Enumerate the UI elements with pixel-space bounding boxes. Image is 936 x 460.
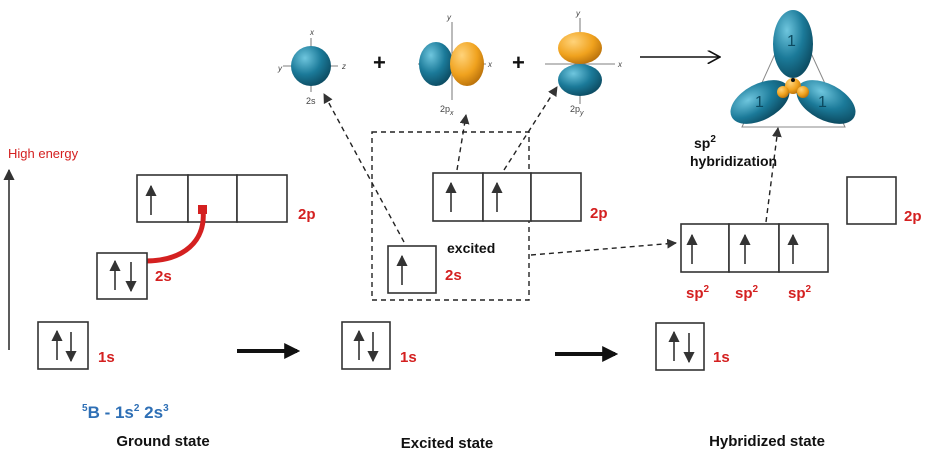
- px-orbital: y x 2px: [418, 13, 493, 117]
- dashed-arrow-sp2-to-picture: [765, 127, 782, 223]
- hybridized-2p-orbital: 2p: [846, 176, 922, 225]
- sp2-process-label: sp2: [694, 134, 716, 151]
- boron-configuration: 5B - 1s2 2s3: [82, 403, 169, 422]
- ground-2s-orbital: 2s: [96, 252, 172, 300]
- dashed-arrow-2py: [503, 86, 558, 171]
- sp2-box-1: [680, 223, 730, 273]
- py-lobe-positive: [558, 32, 602, 64]
- s-orbital: y z x 2s: [277, 28, 346, 106]
- sp2-label: sp2: [735, 284, 759, 302]
- hybridized-state-column: sp2 hybridization sp2 sp2 sp2 2p 1s Hybr…: [655, 127, 922, 450]
- excited-state-column: 2p excited 2s 1s Excited state: [323, 86, 677, 452]
- sp2-orbitals: sp2 sp2 sp2: [680, 223, 829, 302]
- hybridized-2p-label: 2p: [904, 208, 922, 225]
- excited-1s-label: 1s: [400, 349, 417, 366]
- dashed-arrow-to-sp2: [530, 238, 677, 256]
- hybridized-1s-label: 1s: [713, 349, 730, 366]
- sp2-box-2: [728, 223, 780, 273]
- ground-1s-orbital: 1s: [37, 321, 115, 370]
- ground-2p-label: 2p: [298, 206, 316, 223]
- sp2-hybrid-orbital-picture: 1 1 1: [730, 10, 856, 128]
- axis-label: y: [575, 9, 581, 18]
- px-lobe-positive: [450, 42, 484, 86]
- plus-sign: +: [512, 50, 525, 75]
- hybrid-small-lobe: [797, 86, 809, 98]
- sp2-label: sp2: [788, 284, 812, 302]
- hybrid-mark: 1: [755, 94, 764, 111]
- s-orbital-sphere: [291, 46, 331, 86]
- axis-label: x: [617, 60, 623, 69]
- hybridized-1s-orbital: 1s: [655, 322, 730, 371]
- axis-label: x: [487, 60, 493, 69]
- dashed-arrow-2px: [456, 114, 470, 171]
- hybrid-lobe-right: [796, 80, 856, 124]
- ground-2p-box-1: [136, 174, 189, 223]
- py-orbital: y x 2py: [545, 9, 623, 117]
- excited-2s-orbital: 2s: [387, 245, 462, 294]
- nucleus-dot: [791, 78, 795, 82]
- ground-2p-orbitals: 2p: [136, 174, 316, 223]
- ground-2s-label: 2s: [155, 268, 172, 285]
- hybrid-mark: 1: [818, 94, 827, 111]
- plus-sign: +: [373, 50, 386, 75]
- trigonal-outline: [741, 12, 846, 128]
- dashed-arrow-2s-to-s-orbital: [323, 93, 405, 243]
- ground-1s-box: [37, 321, 89, 370]
- py-orbital-label: 2py: [570, 104, 584, 117]
- axis-label: y: [446, 13, 452, 22]
- ground-2s-box: [96, 252, 148, 300]
- excited-state-title: Excited state: [401, 435, 494, 452]
- hybrid-lobe-top: [773, 10, 813, 78]
- hybrid-small-lobe: [777, 86, 789, 98]
- hybridized-state-title: Hybridized state: [709, 433, 825, 450]
- excited-label: excited: [447, 240, 495, 256]
- hybrid-small-lobe: [785, 78, 801, 94]
- sp2-label: sp2: [686, 284, 710, 302]
- sp2-box-3: [778, 223, 829, 273]
- excited-1s-box: [341, 321, 391, 370]
- ground-2p-box-2: [187, 174, 238, 223]
- promotion-curve-arrow: [141, 209, 206, 264]
- hybrid-mark: 1: [787, 33, 796, 50]
- excited-2s-box: [387, 245, 437, 294]
- axis-label: x: [309, 28, 315, 37]
- energy-axis: High energy: [3, 146, 79, 350]
- px-orbital-label: 2px: [440, 104, 454, 117]
- py-lobe-negative: [558, 64, 602, 96]
- px-lobe-negative: [419, 42, 453, 86]
- axis-label: y: [277, 64, 283, 73]
- excited-2p-box-3: [530, 172, 582, 222]
- excited-2p-box-1: [432, 172, 484, 222]
- excited-2p-orbitals: 2p: [432, 172, 608, 222]
- promotion-arrow-head: [198, 205, 207, 214]
- excited-2p-label: 2p: [590, 205, 608, 222]
- excited-2p-box-2: [482, 172, 532, 222]
- axis-label: z: [341, 62, 346, 71]
- excited-1s-orbital: 1s: [341, 321, 417, 370]
- excited-2s-label: 2s: [445, 267, 462, 284]
- ground-state-title: Ground state: [116, 433, 209, 450]
- hybridized-1s-box: [655, 322, 705, 371]
- ground-2p-box-3: [236, 174, 288, 223]
- energy-axis-label: High energy: [8, 146, 79, 161]
- ground-1s-label: 1s: [98, 349, 115, 366]
- hybridization-word: hybridization: [690, 153, 777, 169]
- ground-state-column: 2p 2s 1s 5B - 1s2 2s3 Ground state: [37, 174, 316, 450]
- hybridized-2p-box: [846, 176, 897, 225]
- hybrid-lobe-left: [730, 80, 790, 124]
- s-orbital-label: 2s: [306, 96, 316, 106]
